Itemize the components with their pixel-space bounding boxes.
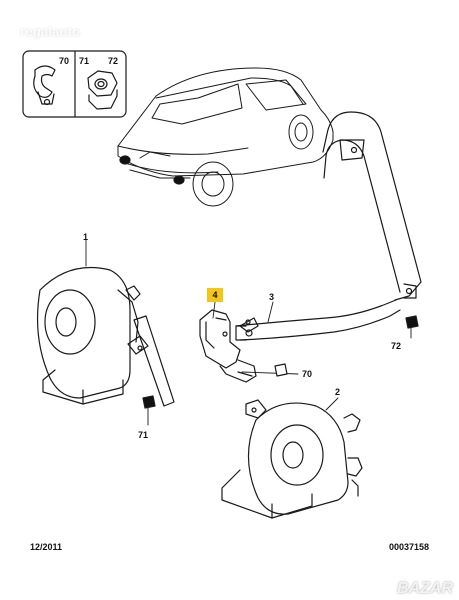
callout-horn-2: 2: [335, 387, 341, 397]
car-illustration: [117, 67, 334, 207]
callout-nut-71: 71: [138, 430, 149, 440]
callout-bracket-3: 3: [269, 292, 275, 302]
horn-1: [36, 266, 175, 407]
horn-2: [221, 399, 363, 519]
horn-location-right: [173, 175, 185, 185]
callout-horn-1: 1: [83, 232, 89, 242]
horn-location-left: [119, 155, 131, 165]
callout-clip-70: 70: [302, 369, 313, 379]
brand-logo: BAZAR: [397, 580, 453, 597]
nut-72-symbol: [405, 315, 419, 329]
bracket-4: [199, 309, 259, 383]
clip-70-symbol: [274, 363, 288, 377]
inset-label-70: 70: [59, 56, 70, 66]
bracket-3-arm: [235, 111, 422, 341]
inset-label-71: 71: [79, 56, 90, 66]
watermark: regalauto: [20, 24, 81, 39]
footer-ref: 00037158: [389, 542, 430, 552]
inset-label-72: 72: [108, 56, 119, 66]
inset-parts-box: [22, 50, 127, 118]
callout-nut-72: 72: [391, 341, 402, 351]
callout-bracket-4: 4: [207, 288, 223, 302]
footer-date: 12/2011: [30, 542, 63, 552]
leader-lines: [85, 239, 412, 426]
nut-71-symbol: [142, 395, 156, 409]
